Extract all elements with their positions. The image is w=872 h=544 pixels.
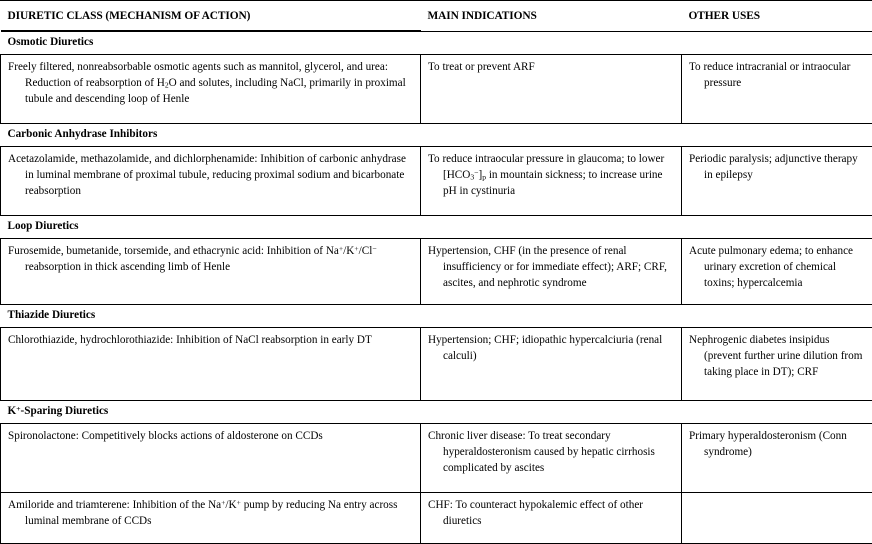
cell-indications-amiloride: CHF: To counteract hypokalemic effect of… xyxy=(421,492,682,543)
table-row: Freely filtered, nonreabsorbable osmotic… xyxy=(1,55,872,124)
section-title-loop-diuretics: Loop Diuretics xyxy=(1,216,872,239)
section-title-k-sparing-diuretics: K+-Sparing Diuretics xyxy=(1,400,872,423)
text-thiazide-class: Chlorothiazide, hydrochlorothiazide: Inh… xyxy=(8,333,412,349)
text-loop-class-post: reabsorption in thick ascending limb of … xyxy=(25,261,230,273)
cell-class-carbonic: Acetazolamide, methazolamide, and dichlo… xyxy=(1,147,421,216)
table-row: Spironolactone: Competitively blocks act… xyxy=(1,423,872,492)
table-header-row: DIURETIC CLASS (MECHANISM OF ACTION) MAI… xyxy=(1,0,872,31)
table-top-rule xyxy=(0,0,872,1)
superscript-minus-cl: − xyxy=(372,244,376,253)
text-spironolactone-class: Spironolactone: Competitively blocks act… xyxy=(8,429,412,445)
table-row: Chlorothiazide, hydrochlorothiazide: Inh… xyxy=(1,327,872,400)
text-loop-other: Acute pulmonary edema; to enhance urinar… xyxy=(689,244,865,292)
section-header-row: Carbonic Anhydrase Inhibitors xyxy=(1,124,872,147)
table-row: Furosemide, bumetanide, torsemide, and e… xyxy=(1,238,872,304)
text-carbonic-other: Periodic paralysis; adjunctive therapy i… xyxy=(689,152,865,184)
text-carbonic-class: Acetazolamide, methazolamide, and dichlo… xyxy=(8,152,412,200)
cell-other-loop: Acute pulmonary edema; to enhance urinar… xyxy=(682,238,872,304)
text-spironolactone-other: Primary hyperaldosteronism (Conn syndrom… xyxy=(689,429,865,461)
cell-class-spironolactone: Spironolactone: Competitively blocks act… xyxy=(1,423,421,492)
cell-other-carbonic: Periodic paralysis; adjunctive therapy i… xyxy=(682,147,872,216)
cell-class-osmotic: Freely filtered, nonreabsorbable osmotic… xyxy=(1,55,421,124)
text-thiazide-other: Nephrogenic diabetes insipidus (prevent … xyxy=(689,333,865,381)
text-osmotic-other: To reduce intracranial or intraocular pr… xyxy=(689,60,865,92)
text-loop-indications: Hypertension, CHF (in the presence of re… xyxy=(428,244,673,292)
cell-indications-loop: Hypertension, CHF (in the presence of re… xyxy=(421,238,682,304)
table-sheet: DIURETIC CLASS (MECHANISM OF ACTION) MAI… xyxy=(0,0,872,462)
text-amiloride-class-pre: Amiloride and triamterene: Inhibition of… xyxy=(8,499,221,511)
text-thiazide-indications: Hypertension; CHF; idiopathic hypercalci… xyxy=(428,333,673,365)
text-amiloride-k: /K xyxy=(225,499,236,511)
section-header-row: Thiazide Diuretics xyxy=(1,304,872,327)
column-header-other-uses: OTHER USES xyxy=(682,0,872,31)
text-amiloride-indications: CHF: To counteract hypokalemic effect of… xyxy=(428,498,673,530)
text-osmotic-indications: To treat or prevent ARF xyxy=(428,60,673,76)
text-loop-k: /K xyxy=(343,245,354,257)
cell-indications-osmotic: To treat or prevent ARF xyxy=(421,55,682,124)
section-header-row: Osmotic Diuretics xyxy=(1,31,872,54)
section-header-row: K+-Sparing Diuretics xyxy=(1,400,872,423)
section-header-row: Loop Diuretics xyxy=(1,216,872,239)
cell-class-thiazide: Chlorothiazide, hydrochlorothiazide: Inh… xyxy=(1,327,421,400)
text-k-sparing-post: -Sparing Diuretics xyxy=(21,405,109,417)
cell-other-spironolactone: Primary hyperaldosteronism (Conn syndrom… xyxy=(682,423,872,492)
cell-class-loop: Furosemide, bumetanide, torsemide, and e… xyxy=(1,238,421,304)
section-title-thiazide-diuretics: Thiazide Diuretics xyxy=(1,304,872,327)
cell-indications-thiazide: Hypertension; CHF; idiopathic hypercalci… xyxy=(421,327,682,400)
column-header-diuretic-class: DIURETIC CLASS (MECHANISM OF ACTION) xyxy=(1,0,421,31)
column-header-main-indications: MAIN INDICATIONS xyxy=(421,0,682,31)
section-title-osmotic-diuretics: Osmotic Diuretics xyxy=(1,31,872,54)
cell-other-osmotic: To reduce intracranial or intraocular pr… xyxy=(682,55,872,124)
cell-indications-carbonic: To reduce intraocular pressure in glauco… xyxy=(421,147,682,216)
text-loop-class-pre: Furosemide, bumetanide, torsemide, and e… xyxy=(8,245,339,257)
cell-other-thiazide: Nephrogenic diabetes insipidus (prevent … xyxy=(682,327,872,400)
text-k-sparing-pre: K xyxy=(8,405,17,417)
table-row: Amiloride and triamterene: Inhibition of… xyxy=(1,492,872,543)
table-row: Acetazolamide, methazolamide, and dichlo… xyxy=(1,147,872,216)
text-spironolactone-indications: Chronic liver disease: To treat secondar… xyxy=(428,429,673,477)
section-title-carbonic-anhydrase-inhibitors: Carbonic Anhydrase Inhibitors xyxy=(1,124,872,147)
text-loop-cl: /Cl xyxy=(359,245,373,257)
cell-class-amiloride: Amiloride and triamterene: Inhibition of… xyxy=(1,492,421,543)
cell-indications-spironolactone: Chronic liver disease: To treat secondar… xyxy=(421,423,682,492)
cell-other-amiloride xyxy=(682,492,872,543)
